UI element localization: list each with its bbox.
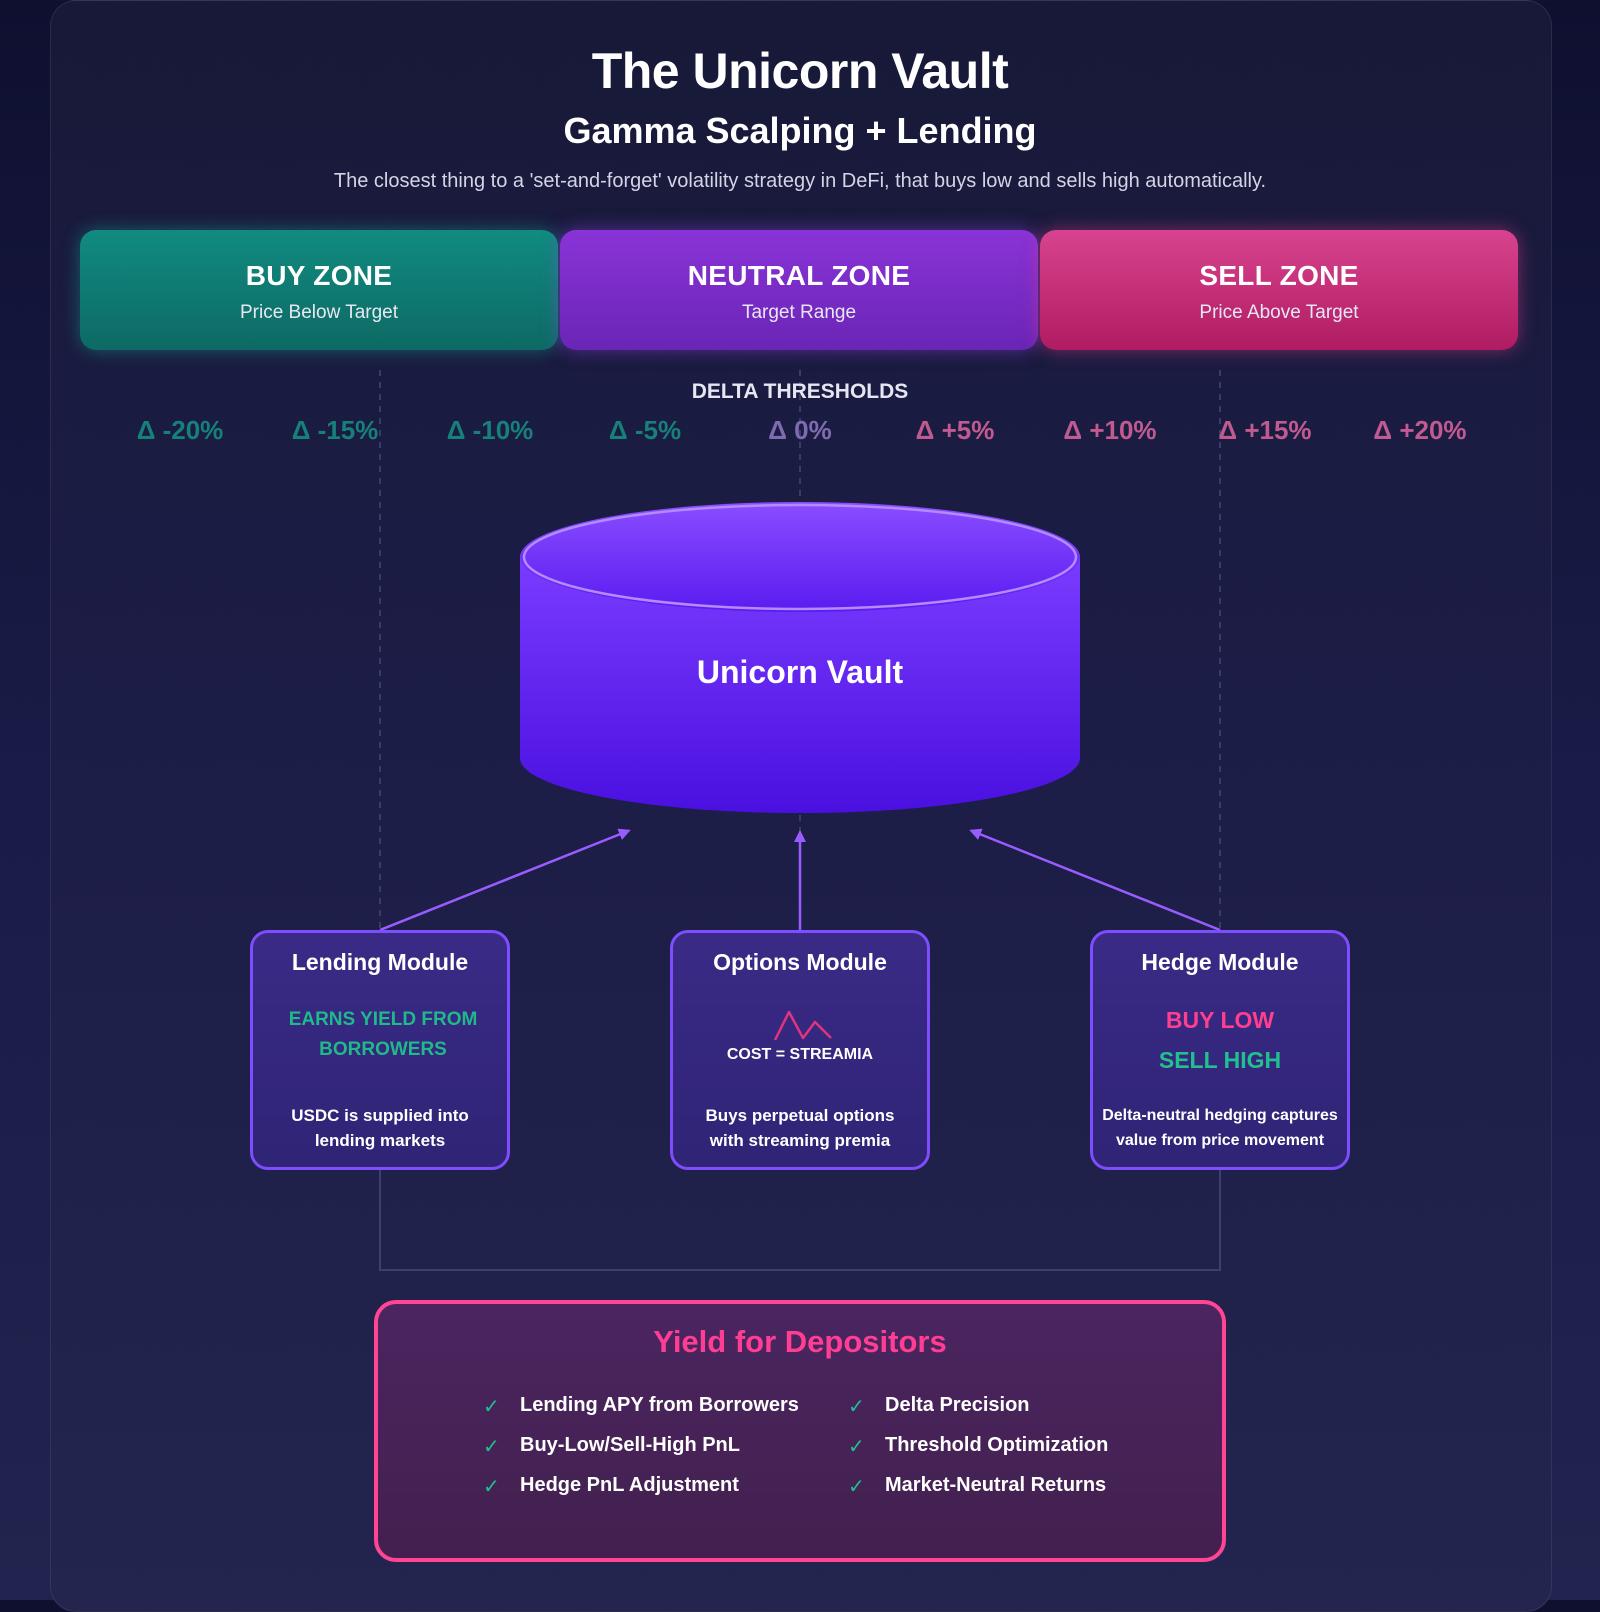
sell-zone: SELL ZONE Price Above Target: [1040, 230, 1518, 350]
hedge-module-title: Hedge Module: [1141, 949, 1299, 975]
lending-desc-line-2: lending markets: [314, 1131, 446, 1150]
check-icon: ✓: [483, 1476, 500, 1498]
yield-item: Threshold Optimization: [885, 1434, 1109, 1456]
page-title: The Unicorn Vault: [591, 43, 1009, 99]
zigzag-wave-icon: [773, 1010, 832, 1041]
options-module-description: Buys perpetual options with streaming pr…: [673, 1103, 927, 1153]
delta-thresholds-title: DELTA THRESHOLDS: [691, 380, 909, 403]
arrow-hedge-to-vault: [969, 828, 1221, 932]
delta-tick: Δ +5%: [915, 415, 995, 445]
options-module-cost: COST = STREAMIA: [726, 1046, 874, 1063]
neutral-zone-title: NEUTRAL ZONE: [687, 260, 911, 291]
neutral-zone-subtitle: Target Range: [741, 302, 857, 323]
delta-tick: Δ +10%: [1063, 415, 1157, 445]
hedge-buy-low: BUY LOW: [1165, 1007, 1275, 1033]
options-module-title: Options Module: [713, 949, 887, 975]
hedge-module: Hedge Module BUY LOW SELL HIGH Delta-neu…: [1090, 930, 1350, 1170]
lending-module: Lending Module EARNS YIELD FROM BORROWER…: [250, 930, 510, 1170]
vault-cylinder: [520, 502, 1080, 813]
lending-desc-line-1: USDC is supplied into: [291, 1106, 469, 1125]
buy-zone-subtitle: Price Below Target: [239, 302, 399, 323]
arrow-lending-to-vault: [379, 828, 631, 932]
check-icon: ✓: [848, 1436, 865, 1458]
delta-tick: Δ -15%: [291, 415, 379, 445]
options-desc-line-2: with streaming premia: [709, 1131, 891, 1150]
yield-item: Lending APY from Borrowers: [520, 1394, 799, 1416]
hedge-module-description: Delta-neutral hedging captures value fro…: [1093, 1103, 1347, 1153]
lending-module-title: Lending Module: [291, 949, 469, 975]
delta-tick: Δ 0%: [768, 415, 832, 445]
check-icon: ✓: [483, 1436, 500, 1458]
hedge-desc-line-2: value from price movement: [1115, 1132, 1325, 1149]
yield-item: Buy-Low/Sell-High PnL: [520, 1434, 740, 1456]
yield-item: Market-Neutral Returns: [885, 1474, 1107, 1496]
sell-zone-title: SELL ZONE: [1199, 260, 1359, 291]
delta-tick: Δ +20%: [1373, 415, 1467, 445]
hedge-sell-high: SELL HIGH: [1158, 1047, 1282, 1073]
page-subtitle: Gamma Scalping + Lending: [563, 110, 1037, 151]
lending-module-highlight: EARNS YIELD FROM BORROWERS: [288, 1009, 478, 1060]
delta-tick: Δ -20%: [136, 415, 224, 445]
check-icon: ✓: [848, 1476, 865, 1498]
yield-for-depositors-box: Yield for Depositors ✓ Lending APY from …: [374, 1300, 1226, 1562]
buy-zone-title: BUY ZONE: [245, 260, 393, 291]
modules-connector: [379, 1170, 1221, 1271]
delta-tick: Δ -10%: [446, 415, 534, 445]
yield-item: Hedge PnL Adjustment: [520, 1474, 739, 1496]
hedge-desc-line-1: Delta-neutral hedging captures: [1102, 1107, 1338, 1124]
options-desc-line-1: Buys perpetual options: [705, 1106, 895, 1125]
neutral-zone: NEUTRAL ZONE Target Range: [560, 230, 1038, 350]
check-icon: ✓: [848, 1396, 865, 1418]
buy-zone: BUY ZONE Price Below Target: [80, 230, 558, 350]
check-icon: ✓: [483, 1396, 500, 1418]
yield-item: Delta Precision: [885, 1394, 1030, 1416]
sell-zone-subtitle: Price Above Target: [1199, 302, 1359, 323]
delta-tick: Δ +15%: [1218, 415, 1312, 445]
vault-label: Unicorn Vault: [696, 654, 904, 690]
page-description: The closest thing to a 'set-and-forget' …: [333, 170, 1267, 192]
yield-title: Yield for Depositors: [653, 1324, 947, 1359]
lending-module-description: USDC is supplied into lending markets: [253, 1103, 507, 1153]
delta-tick: Δ -5%: [608, 415, 682, 445]
options-module: Options Module COST = STREAMIA Buys perp…: [670, 930, 930, 1170]
